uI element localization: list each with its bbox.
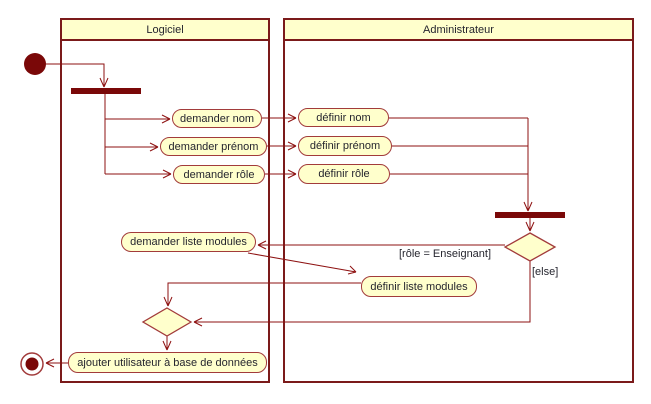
edge-join-to-decision	[525, 218, 535, 232]
swimlane-administrateur-title: Administrateur	[423, 23, 494, 36]
swimlane-logiciel: Logiciel	[60, 18, 270, 383]
activity-definir-role: définir rôle	[298, 164, 390, 184]
merge-diamond	[141, 307, 193, 337]
guard-role-enseignant: [rôle = Enseignant]	[399, 248, 492, 260]
fork-bar	[71, 88, 141, 94]
guard-else: [else]	[532, 266, 559, 278]
start-node	[24, 53, 46, 75]
activity-demander-liste-modules: demander liste modules	[121, 232, 256, 252]
edge-ajouter-to-final	[45, 358, 68, 368]
swimlane-logiciel-title: Logiciel	[146, 23, 184, 36]
activity-demander-role: demander rôle	[173, 165, 265, 184]
activity-demander-nom: demander nom	[172, 109, 262, 128]
edge-start-to-fork	[46, 63, 109, 88]
decision-diamond	[503, 232, 557, 262]
edge-decision-to-demander-liste	[257, 240, 505, 250]
edge-demander-liste-to-definir-liste	[247, 252, 357, 275]
swimlane-logiciel-header: Logiciel	[62, 20, 268, 41]
edge-merge-to-ajouter	[162, 336, 172, 351]
activity-definir-nom: définir nom	[298, 108, 389, 127]
join-bar	[495, 212, 565, 218]
swimlane-administrateur: Administrateur	[283, 18, 634, 383]
final-node	[20, 352, 44, 376]
swimlane-administrateur-header: Administrateur	[285, 20, 632, 41]
activity-demander-prenom: demander prénom	[160, 137, 267, 156]
activity-definir-liste-modules: définir liste modules	[361, 276, 477, 297]
activity-definir-prenom: définir prénom	[298, 136, 392, 156]
edge-definir-liste-to-merge	[163, 282, 361, 307]
activity-ajouter-utilisateur: ajouter utilisateur à base de données	[68, 352, 267, 373]
edge-decision-else-to-merge	[193, 261, 531, 327]
edges-definir-to-join	[389, 117, 533, 212]
edges-demander-to-definir	[262, 113, 297, 179]
edge-fork-to-demander-group	[104, 94, 172, 179]
